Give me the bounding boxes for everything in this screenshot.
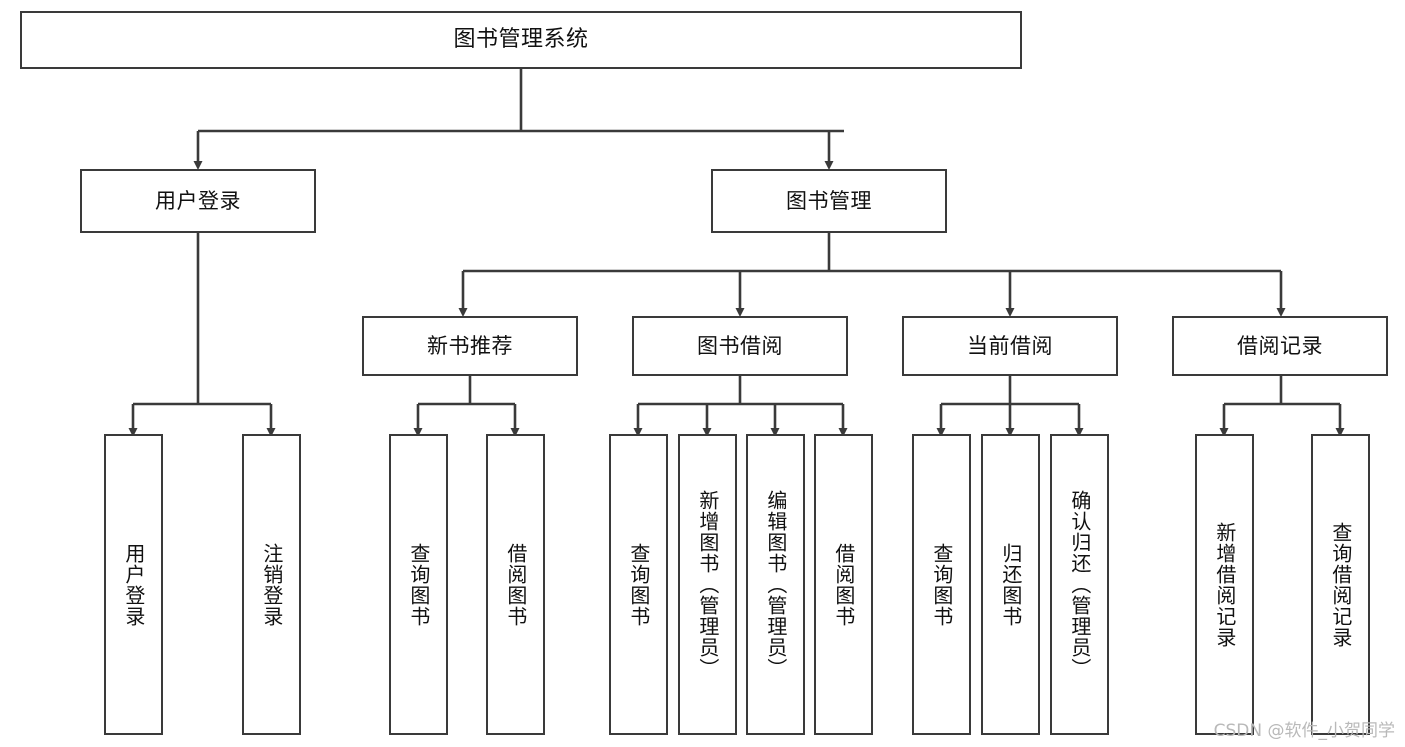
node-book-borrow[interactable]: 图书借阅 (632, 316, 848, 376)
leaf-book-edit-admin[interactable]: 编辑图书（管理员） (746, 434, 805, 735)
node-label: 借阅记录 (1237, 333, 1323, 358)
node-label: 归还图书 (998, 542, 1023, 627)
node-label: 新增图书（管理员） (695, 490, 720, 679)
leaf-logout[interactable]: 注销登录 (242, 434, 301, 735)
leaf-confirm-return-admin[interactable]: 确认归还（管理员） (1050, 434, 1109, 735)
node-borrow-record[interactable]: 借阅记录 (1172, 316, 1388, 376)
node-label: 用户登录 (155, 188, 241, 213)
node-user-login[interactable]: 用户登录 (80, 169, 316, 233)
node-label: 新书推荐 (427, 333, 513, 358)
leaf-current-borrow-query[interactable]: 查询图书 (912, 434, 971, 735)
node-label: 查询图书 (929, 542, 954, 627)
leaf-book-borrow-query[interactable]: 查询图书 (609, 434, 668, 735)
leaf-book-borrow-action[interactable]: 借阅图书 (814, 434, 873, 735)
leaf-user-login[interactable]: 用户登录 (104, 434, 163, 735)
node-label: 图书管理系统 (453, 27, 589, 53)
leaf-query-borrow-record[interactable]: 查询借阅记录 (1311, 434, 1370, 735)
csdn-watermark: CSDN @软件_小贺同学 (1213, 721, 1395, 741)
node-new-book-recommend[interactable]: 新书推荐 (362, 316, 578, 376)
node-label: 当前借阅 (967, 333, 1053, 358)
node-label: 查询图书 (626, 542, 651, 627)
node-current-borrow[interactable]: 当前借阅 (902, 316, 1118, 376)
node-book-management[interactable]: 图书管理 (711, 169, 947, 233)
leaf-new-book-borrow[interactable]: 借阅图书 (486, 434, 545, 735)
node-label: 编辑图书（管理员） (763, 490, 788, 679)
node-label: 注销登录 (259, 542, 284, 627)
node-label: 借阅图书 (503, 542, 528, 627)
node-label: 查询借阅记录 (1328, 521, 1353, 648)
leaf-book-add-admin[interactable]: 新增图书（管理员） (678, 434, 737, 735)
node-label: 新增借阅记录 (1212, 521, 1237, 648)
node-label: 用户登录 (121, 542, 146, 627)
node-label: 确认归还（管理员） (1067, 490, 1092, 679)
leaf-add-borrow-record[interactable]: 新增借阅记录 (1195, 434, 1254, 735)
node-label: 图书管理 (786, 188, 872, 213)
node-label: 借阅图书 (831, 542, 856, 627)
node-label: 图书借阅 (697, 333, 783, 358)
node-label: 查询图书 (406, 542, 431, 627)
leaf-return-book[interactable]: 归还图书 (981, 434, 1040, 735)
leaf-new-book-query[interactable]: 查询图书 (389, 434, 448, 735)
node-root-system[interactable]: 图书管理系统 (20, 11, 1022, 69)
